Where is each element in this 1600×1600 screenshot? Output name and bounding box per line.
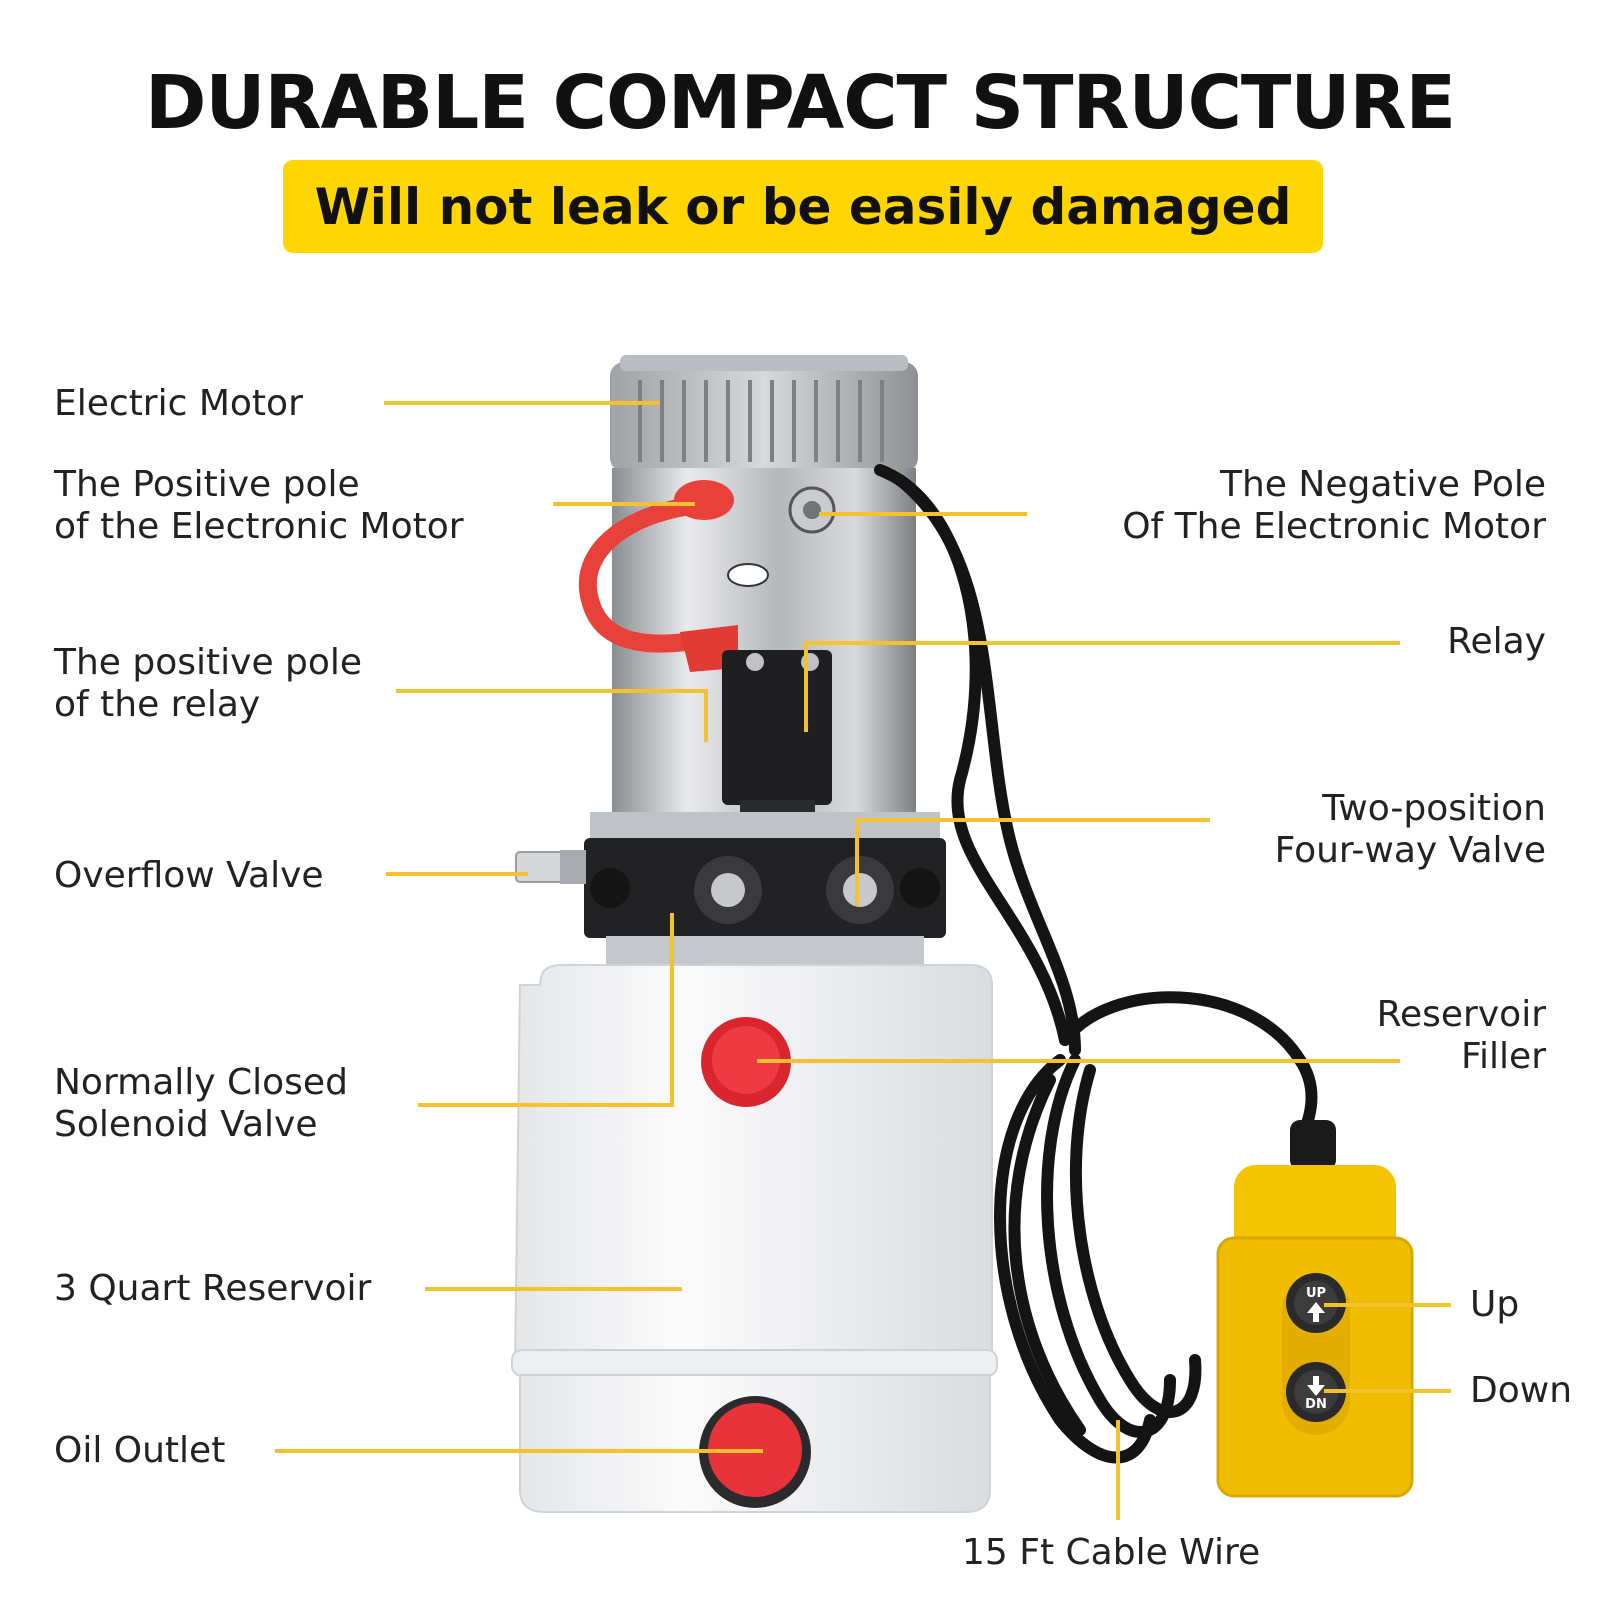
label-line: of the relay (54, 684, 261, 725)
label-reservoir: 3 Quart Reservoir (54, 1268, 372, 1309)
label-up: Up (1470, 1284, 1520, 1325)
relay-body (722, 650, 832, 818)
positive-cable-boot (578, 496, 709, 653)
label-line: Normally Closed (54, 1062, 348, 1103)
subtitle-banner: Will not leak or be easily damaged (283, 160, 1323, 253)
reservoir-tank (511, 964, 998, 1513)
filler-cap (701, 1017, 791, 1107)
motor-end-cap (610, 355, 918, 472)
label-down: Down (1470, 1370, 1573, 1411)
label-four-way-valve: Two-position Four-way Valve (1275, 788, 1546, 872)
leader-lines (275, 401, 1451, 1520)
up-button-text: UP (1306, 1286, 1326, 1301)
label-line: The Negative Pole (1219, 464, 1546, 505)
label-oil-outlet: Oil Outlet (54, 1430, 226, 1471)
label-reservoir-filler: Reservoir Filler (1377, 994, 1546, 1078)
label-line: Solenoid Valve (54, 1104, 318, 1145)
label-positive-pole-relay: The positive pole of the relay (54, 642, 362, 726)
remote-pendant: UP DN (1216, 1120, 1414, 1498)
label-negative-pole-motor: The Negative Pole Of The Electronic Moto… (1122, 464, 1546, 548)
page-title: DURABLE COMPACT STRUCTURE (145, 60, 1456, 146)
label-positive-pole-motor: The Positive pole of the Electronic Moto… (54, 464, 464, 548)
control-cable (874, 464, 1318, 1464)
down-button-text: DN (1305, 1397, 1327, 1412)
label-solenoid-valve: Normally Closed Solenoid Valve (54, 1062, 348, 1146)
label-line: The positive pole (54, 642, 363, 683)
label-line: Filler (1460, 1036, 1546, 1077)
label-line: The Positive pole (54, 464, 360, 505)
label-line: of the Electronic Motor (54, 506, 464, 547)
label-cable: 15 Ft Cable Wire (962, 1532, 1261, 1573)
label-relay: Relay (1447, 621, 1546, 662)
valve-block (584, 812, 946, 966)
negative-terminal (788, 486, 836, 534)
label-line: Reservoir (1376, 994, 1546, 1035)
label-line: Four-way Valve (1274, 830, 1546, 871)
overflow-valve-fitting (515, 850, 586, 884)
label-electric-motor: Electric Motor (54, 383, 303, 424)
subtitle-text: Will not leak or be easily damaged (314, 177, 1292, 236)
label-line: Of The Electronic Motor (1122, 506, 1546, 547)
label-line: Two-position (1322, 788, 1546, 829)
label-overflow-valve: Overflow Valve (54, 855, 324, 896)
